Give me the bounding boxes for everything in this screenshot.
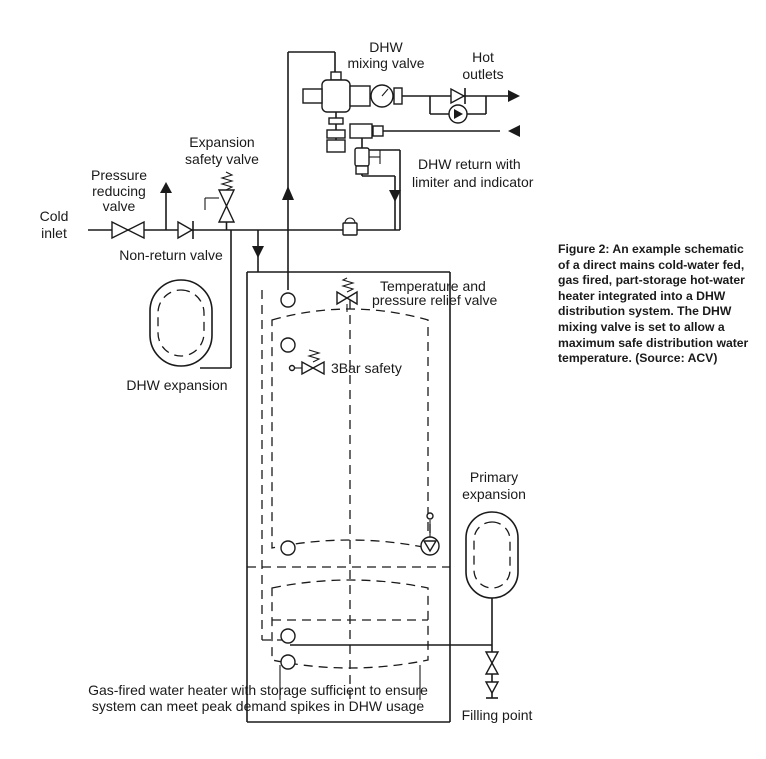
circulation-pump-icon — [448, 104, 468, 124]
label-filling-point: Filling point — [462, 707, 533, 723]
label-pressure-reducing-valve-2: reducing — [92, 183, 146, 199]
label-cold-inlet: Cold — [40, 208, 69, 224]
label-non-return-valve: Non-return valve — [119, 247, 223, 263]
combustion-chamber — [271, 579, 429, 669]
sensor-circles — [280, 292, 296, 670]
label-expansion-safety-valve-2: safety valve — [185, 151, 259, 167]
expansion-safety-valve-icon — [204, 171, 236, 230]
dhw-return-pipe — [362, 175, 401, 230]
heater-enclosure — [246, 271, 451, 723]
label-dhw-mixing-valve: DHW — [369, 39, 403, 55]
label-primary-expansion-2: expansion — [462, 486, 526, 502]
label-tp-relief-valve-2: pressure relief valve — [372, 292, 497, 308]
label-hot-outlets-2: outlets — [462, 66, 503, 82]
primary-expansion-vessel-icon — [465, 511, 519, 599]
dhw-expansion-vessel-icon — [149, 279, 213, 367]
hot-outlet-check-valve-icon — [450, 87, 466, 105]
tp-relief-valve-icon — [336, 277, 358, 312]
hot-flow-pipe — [282, 51, 336, 290]
dhw-return-arrow — [508, 125, 520, 137]
label-heater-2: system can meet peak demand spikes in DH… — [92, 698, 424, 714]
return-limiter-icon — [342, 217, 358, 236]
primary-expansion-pipe — [290, 598, 493, 646]
dhw-expansion-pipe — [200, 230, 232, 369]
label-dhw-return-2: limiter and indicator — [412, 174, 534, 190]
heater-legs — [279, 665, 421, 700]
label-primary-expansion: Primary — [470, 469, 518, 485]
label-expansion-safety-valve: Expansion — [189, 134, 254, 150]
safety-valve-3bar-icon — [288, 349, 325, 376]
label-hot-outlets: Hot — [472, 49, 494, 65]
label-heater: Gas-fired water heater with storage suff… — [88, 682, 428, 698]
primary-pump-icon — [420, 512, 440, 556]
feed-arrow-down — [252, 230, 264, 272]
label-cold-inlet-2: inlet — [41, 225, 67, 241]
label-dhw-expansion: DHW expansion — [126, 377, 227, 393]
storage-vessel — [271, 300, 429, 700]
label-dhw-return: DHW return with — [418, 156, 521, 172]
figure-caption: Figure 2: An example schematic of a dire… — [558, 242, 749, 366]
filling-point-valve-icon — [484, 645, 500, 699]
label-pressure-reducing-valve-3: valve — [103, 198, 136, 214]
label-3bar-safety: 3Bar safety — [331, 360, 402, 376]
pressure-reducing-valve-icon — [111, 182, 172, 240]
label-tp-relief-valve: Temperature and — [380, 278, 486, 294]
label-pressure-reducing-valve: Pressure — [91, 167, 147, 183]
dhw-mixing-valve-icon — [302, 71, 500, 176]
non-return-valve-icon — [177, 220, 194, 240]
label-dhw-mixing-valve-2: mixing valve — [347, 55, 424, 71]
